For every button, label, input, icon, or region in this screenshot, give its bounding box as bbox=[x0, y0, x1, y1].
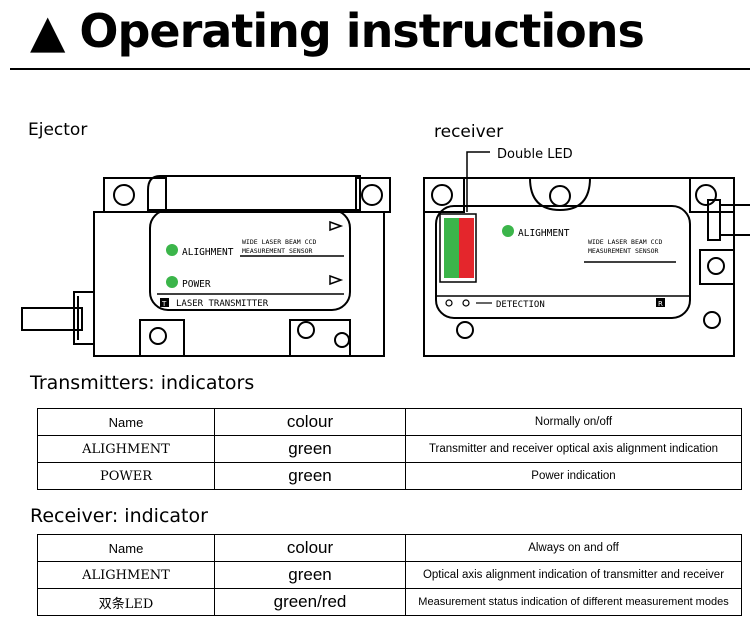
description-cell: Optical axis alignment indication of tra… bbox=[405, 561, 742, 589]
receiver-badge-text: R bbox=[658, 300, 663, 308]
header-cell: Normally on/off bbox=[405, 408, 742, 436]
name-cell: 双条LED bbox=[37, 588, 215, 616]
page-title: ▲ Operating instructions bbox=[30, 4, 645, 58]
double-led-callout-line bbox=[466, 151, 490, 212]
name-cell: ALIGHMENT bbox=[37, 561, 215, 589]
sensor-diagram: ALIGHMENT POWER WIDE LASER BEAM CCD MEAS… bbox=[21, 147, 750, 357]
ejector-panel bbox=[149, 209, 351, 311]
header-cell: colour bbox=[214, 408, 406, 436]
ejector-cable bbox=[21, 307, 83, 331]
colour-cell: green/red bbox=[214, 588, 406, 616]
ejector-badge-text: T bbox=[161, 300, 167, 308]
ejector-power-led bbox=[166, 276, 178, 288]
table-row: ALIGHMENT green Transmitter and receiver… bbox=[37, 435, 742, 463]
header-cell: Name bbox=[37, 408, 215, 436]
header-cell: Always on and off bbox=[405, 534, 742, 562]
ejector-device bbox=[21, 175, 391, 357]
ejector-product-line2: MEASUREMENT SENSOR bbox=[242, 247, 313, 255]
ejector-badge bbox=[160, 298, 169, 307]
name-cell: POWER bbox=[37, 462, 215, 490]
receiver-badge bbox=[656, 298, 665, 307]
header-cell: colour bbox=[214, 534, 406, 562]
receiver-led-red bbox=[459, 218, 474, 278]
ejector-product-line1: WIDE LASER BEAM CCD bbox=[242, 238, 316, 246]
receiver-led-green bbox=[444, 218, 459, 278]
ejector-top-hole-right bbox=[361, 184, 383, 206]
transmitters-title: Transmitters: indicators bbox=[30, 372, 255, 394]
ejector-footer-text: LASER TRANSMITTER bbox=[176, 299, 269, 309]
receiver-led-alighment-text: ALIGHMENT bbox=[518, 228, 570, 239]
ejector-led-power-text: POWER bbox=[182, 279, 211, 290]
ejector-top-hole bbox=[113, 184, 135, 206]
double-led-callout: Double LED bbox=[497, 147, 573, 162]
header-cell: Name bbox=[37, 534, 215, 562]
description-cell: Power indication bbox=[405, 462, 742, 490]
ejector-body bbox=[93, 211, 385, 357]
description-cell: Measurement status indication of differe… bbox=[405, 588, 742, 616]
receiver-table: Name colour Always on and off ALIGHMENT … bbox=[37, 534, 742, 616]
receiver-panel bbox=[435, 205, 691, 319]
receiver-device bbox=[423, 177, 750, 357]
ejector-label: Ejector bbox=[28, 120, 88, 140]
table-header-row: Name colour Always on and off bbox=[37, 534, 742, 562]
table-header-row: Name colour Normally on/off bbox=[37, 408, 742, 436]
table-row: 双条LED green/red Measurement status indic… bbox=[37, 588, 742, 616]
name-cell: ALIGHMENT bbox=[37, 435, 215, 463]
colour-cell: green bbox=[214, 561, 406, 589]
title-divider bbox=[10, 68, 750, 70]
colour-cell: green bbox=[214, 435, 406, 463]
receiver-alighment-led bbox=[502, 225, 514, 237]
receiver-table-title: Receiver: indicator bbox=[30, 505, 208, 527]
table-row: ALIGHMENT green Optical axis alignment i… bbox=[37, 561, 742, 589]
description-cell: Transmitter and receiver optical axis al… bbox=[405, 435, 742, 463]
receiver-label: receiver bbox=[434, 122, 504, 142]
receiver-footer-text: DETECTION bbox=[496, 300, 545, 310]
colour-cell: green bbox=[214, 462, 406, 490]
ejector-led-alighment-text: ALIGHMENT bbox=[182, 247, 234, 258]
receiver-product-line2: MEASUREMENT SENSOR bbox=[588, 247, 659, 255]
receiver-product-line1: WIDE LASER BEAM CCD bbox=[588, 238, 662, 246]
transmitters-table: Name colour Normally on/off ALIGHMENT gr… bbox=[37, 408, 742, 490]
ejector-alighment-led bbox=[166, 244, 178, 256]
table-row: POWER green Power indication bbox=[37, 462, 742, 490]
